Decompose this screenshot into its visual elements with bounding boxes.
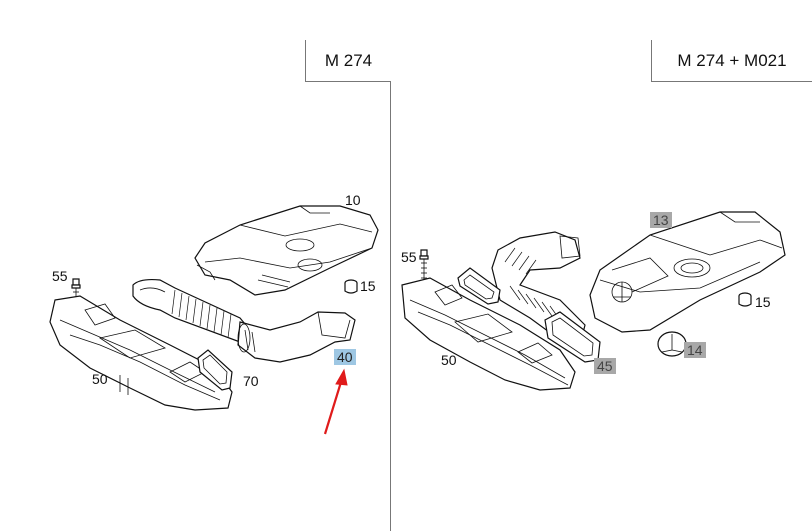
panel-divider [390, 40, 391, 531]
engine-cover-right [589, 211, 786, 333]
intake-duct-right [401, 277, 576, 391]
callout-45: 45 [594, 358, 616, 374]
air-duct-left [237, 311, 356, 363]
pointer-arrow [323, 368, 348, 435]
gasket-ring-right [457, 267, 501, 305]
model-label-left-text: M 274 [324, 50, 373, 70]
callout-50-left: 50 [92, 371, 108, 387]
callout-55-left: 55 [52, 268, 68, 284]
callout-70: 70 [243, 373, 259, 389]
seal-left [197, 349, 233, 391]
model-label-right: M 274 + M021 [651, 40, 812, 82]
callout-15-left: 15 [360, 278, 376, 294]
callout-13: 13 [650, 212, 672, 228]
callout-40-highlighted: 40 [334, 349, 356, 365]
model-label-left: M 274 [305, 40, 391, 82]
model-label-right-text: M 274 + M021 [677, 50, 787, 70]
callout-50-right: 50 [441, 352, 457, 368]
grommet-left [344, 279, 358, 294]
air-hose-left [132, 278, 251, 343]
grommet-right [738, 292, 752, 307]
callout-55-right: 55 [401, 249, 417, 265]
callout-15-right: 15 [755, 294, 771, 310]
callout-10: 10 [345, 192, 361, 208]
callout-14: 14 [684, 342, 706, 358]
engine-cover-left [194, 205, 379, 296]
emblem-right [657, 331, 687, 357]
